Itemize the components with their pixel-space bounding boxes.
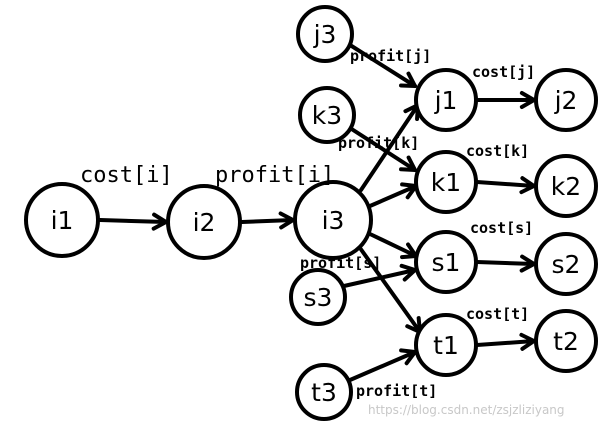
node-t1-label: t1 [433,331,459,360]
node-i1: i1 [24,182,100,258]
node-t1: t1 [414,313,478,377]
edge-s1-to-s2 [475,260,536,266]
node-s1: s1 [414,230,478,294]
arrowhead-s3-to-s1 [399,263,417,282]
node-s3: s3 [289,268,347,326]
label-cost-t: cost[t] [466,305,529,323]
node-k2: k2 [534,154,598,218]
edge-i3-to-s1 [368,232,418,258]
node-k3-label: k3 [312,101,342,130]
node-i2-label: i2 [193,208,216,237]
node-t2: t2 [534,309,598,373]
node-s3-label: s3 [304,283,333,312]
arrowhead-j3-to-j1 [399,71,417,88]
node-k3: k3 [298,86,356,144]
edge-i1-to-i2 [98,218,168,224]
label-cost-s: cost[s] [470,219,533,237]
nodes: i1 i2 i3 j3 k3 s3 t3 j1 [24,5,598,421]
edge-t1-to-t2 [475,339,536,347]
label-cost-j: cost[j] [472,63,535,81]
node-i1-label: i1 [51,206,74,235]
node-i3: i3 [293,180,373,260]
node-j3-label: j3 [313,20,337,49]
node-k1: k1 [414,150,478,214]
edge-k1-to-k2 [475,180,536,188]
watermark: https://blog.csdn.net/zsjzliziyang [368,403,565,417]
node-t3: t3 [295,363,353,421]
node-s1-label: s1 [432,248,461,277]
node-t3-label: t3 [311,378,337,407]
label-profit-s: profit[s] [300,254,381,272]
node-k1-label: k1 [431,168,461,197]
node-j2: j2 [534,68,598,132]
edge-k3-to-k1 [348,126,417,172]
node-j1: j1 [414,68,478,132]
arrowhead-k3-to-k1 [399,155,417,172]
node-t2-label: t2 [553,327,579,356]
node-k2-label: k2 [551,172,581,201]
node-j1-label: j1 [434,86,458,115]
label-profit-i: profit[i] [215,163,334,188]
label-profit-t: profit[t] [356,382,437,400]
edge-t3-to-t1 [348,350,417,382]
label-profit-j: profit[j] [350,47,431,65]
edge-i2-to-i3 [240,218,295,224]
node-j2-label: j2 [554,86,578,115]
node-s2-label: s2 [552,250,581,279]
edge-i3-to-k1 [368,184,418,208]
node-s2: s2 [534,232,598,296]
node-i3-label: i3 [322,206,345,235]
edge-labels: cost[i] profit[i] profit[j] profit[k] pr… [80,47,535,400]
node-j3: j3 [296,5,354,63]
edge-j3-to-j1 [348,43,417,88]
edge-i3-to-t1 [358,246,422,334]
label-profit-k: profit[k] [338,134,419,152]
label-cost-i: cost[i] [80,163,173,188]
edge-s3-to-s1 [342,268,417,288]
node-i2: i2 [166,184,242,260]
edge-i3-to-j1 [359,103,420,192]
label-cost-k: cost[k] [466,142,529,160]
